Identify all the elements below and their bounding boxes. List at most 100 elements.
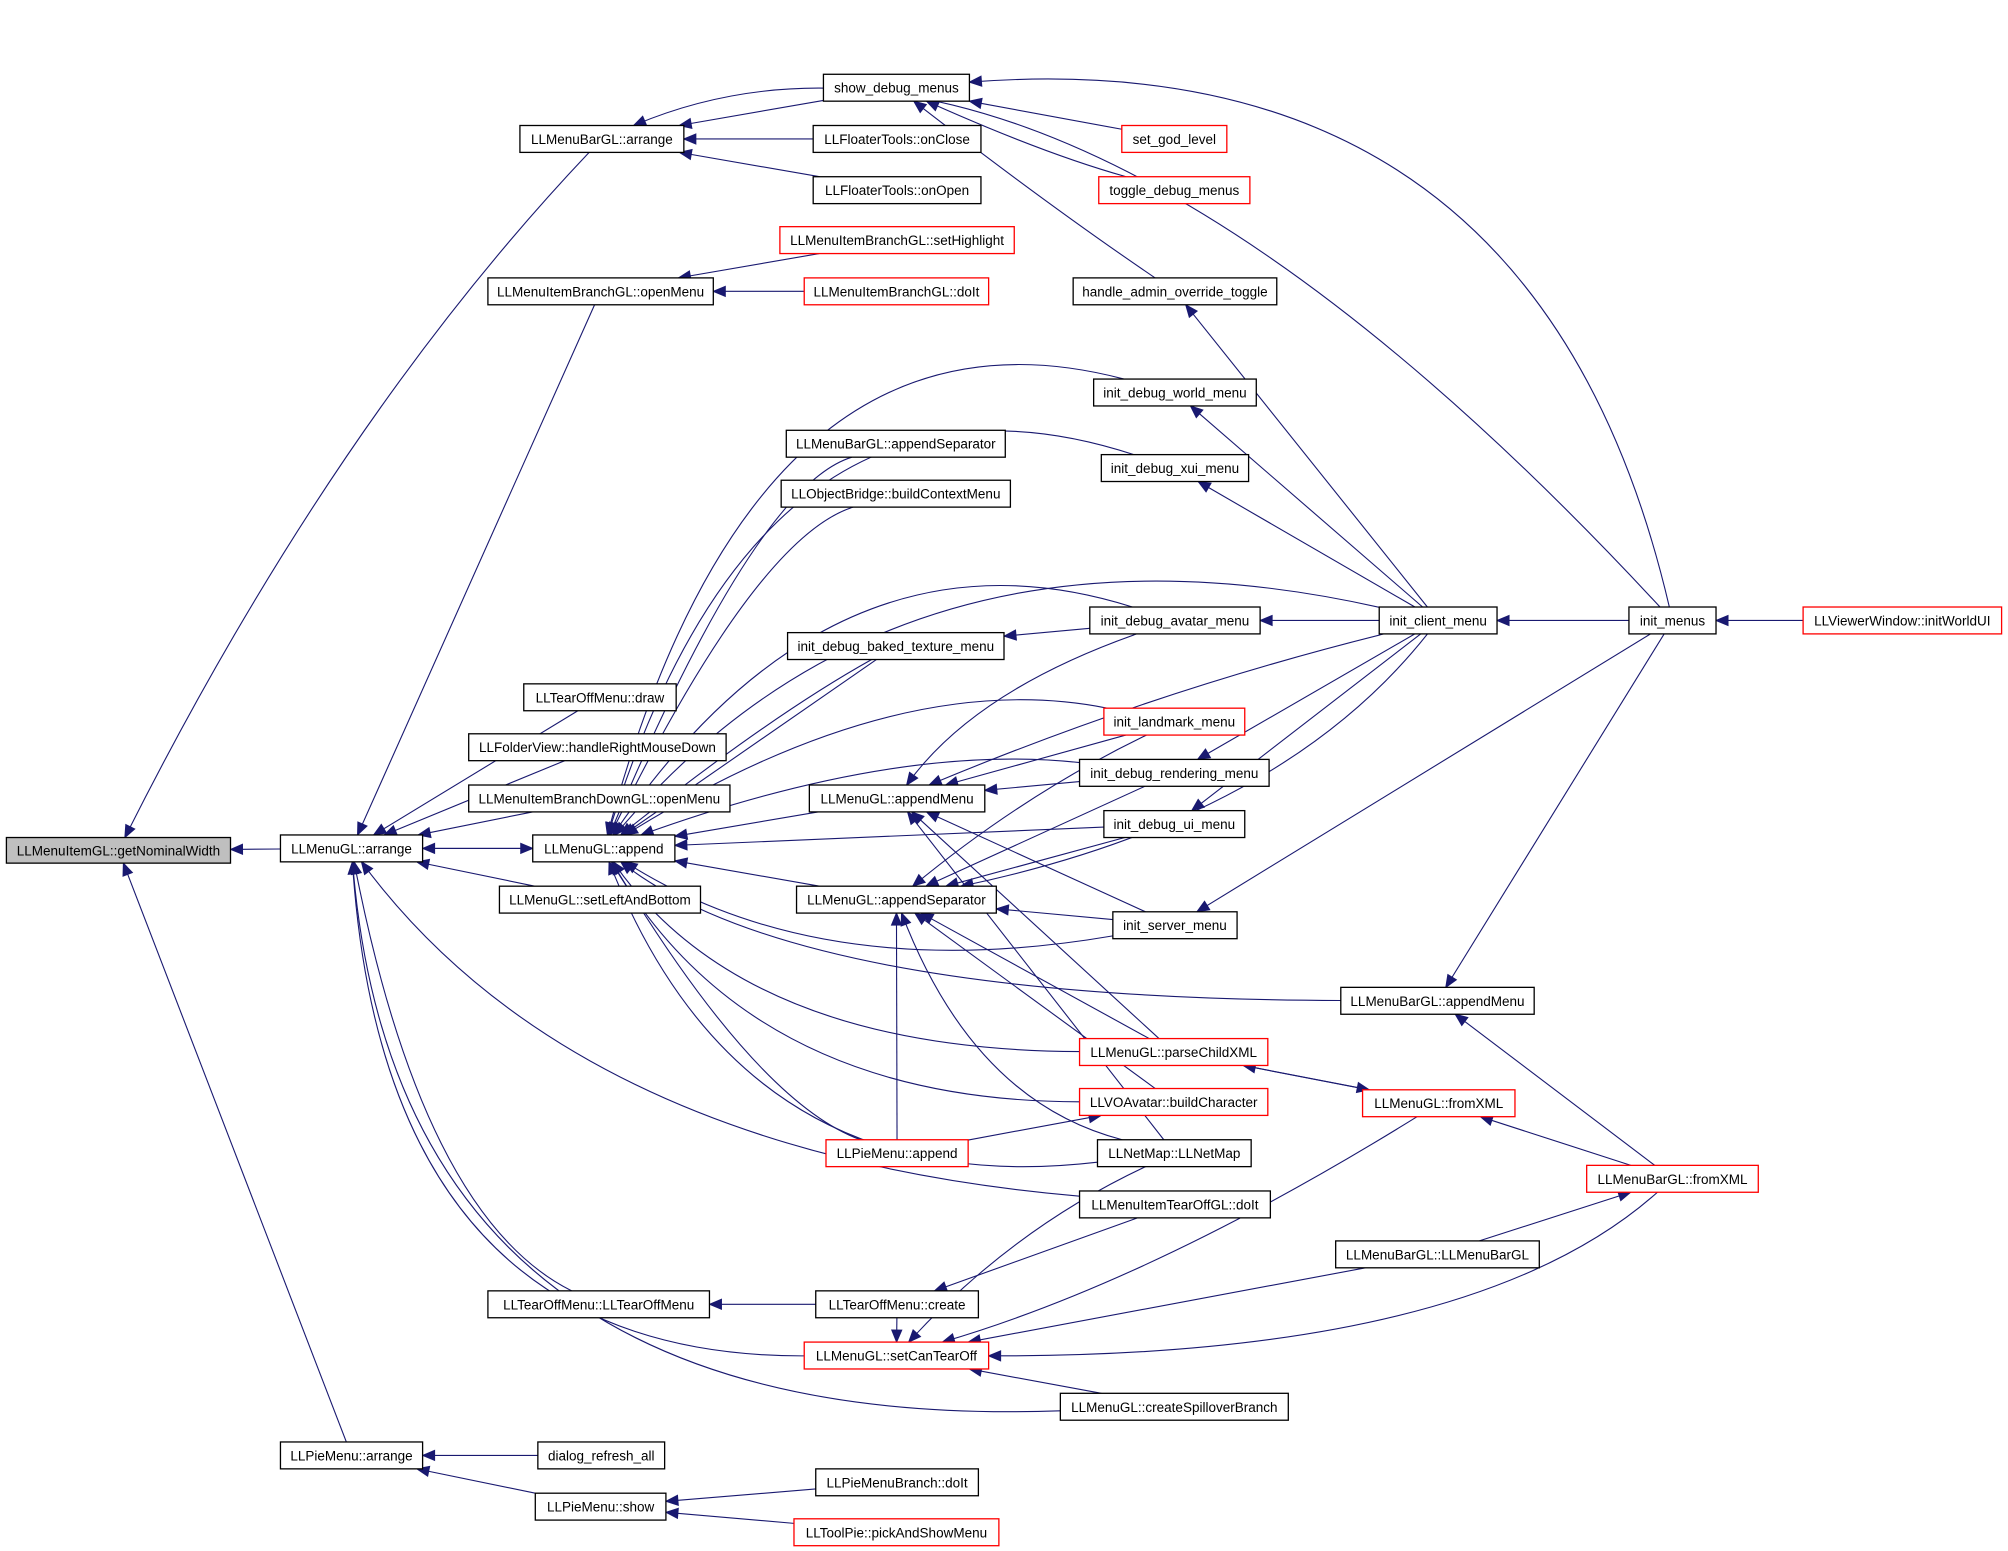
- node-initWorldUI[interactable]: LLViewerWindow::initWorldUI: [1802, 606, 2003, 635]
- node-box[interactable]: [1059, 1392, 1289, 1421]
- node-pieArrange[interactable]: LLPieMenu::arrange: [279, 1441, 424, 1470]
- node-box[interactable]: [1078, 1190, 1272, 1219]
- node-pieBranchDoIt[interactable]: LLPieMenuBranch::doIt: [815, 1468, 980, 1497]
- node-toolPie[interactable]: LLToolPie::pickAndShowMenu: [793, 1518, 1000, 1547]
- node-folderView[interactable]: LLFolderView::handleRightMouseDown: [468, 733, 727, 762]
- node-box[interactable]: [1072, 277, 1278, 306]
- node-barCtor[interactable]: LLMenuBarGL::LLMenuBarGL: [1335, 1240, 1540, 1269]
- node-setGodLevel[interactable]: set_god_level: [1121, 124, 1228, 154]
- node-box[interactable]: [468, 733, 727, 762]
- node-box[interactable]: [532, 834, 676, 863]
- node-objBridge[interactable]: LLObjectBridge::buildContextMenu: [780, 479, 1012, 508]
- node-box[interactable]: [822, 73, 971, 102]
- node-branchSetHighlight[interactable]: LLMenuItemBranchGL::setHighlight: [779, 226, 1015, 255]
- node-pieAppend[interactable]: LLPieMenu::append: [825, 1139, 969, 1168]
- node-branchOpenMenu[interactable]: LLMenuItemBranchGL::openMenu: [487, 277, 714, 306]
- node-box[interactable]: [1103, 809, 1246, 839]
- node-box[interactable]: [1100, 453, 1250, 483]
- node-floaterOnClose[interactable]: LLFloaterTools::onClose: [812, 124, 982, 154]
- node-showDebugMenus[interactable]: show_debug_menus: [822, 73, 971, 102]
- node-box[interactable]: [786, 631, 1005, 661]
- node-box[interactable]: [1361, 1089, 1516, 1118]
- node-box[interactable]: [534, 1492, 667, 1521]
- node-initMenus[interactable]: init_menus: [1628, 606, 1717, 635]
- node-box[interactable]: [1802, 606, 2003, 635]
- node-box[interactable]: [1378, 606, 1498, 635]
- node-toggleDebugMenus[interactable]: toggle_debug_menus: [1098, 176, 1251, 205]
- node-serverMenu[interactable]: init_server_menu: [1112, 911, 1238, 940]
- node-box[interactable]: [780, 479, 1012, 508]
- node-box[interactable]: [498, 885, 702, 914]
- node-branchDoIt[interactable]: LLMenuItemBranchGL::doIt: [803, 277, 990, 306]
- node-box[interactable]: [1103, 707, 1246, 736]
- node-box[interactable]: [793, 1518, 1000, 1547]
- node-menuFromXML[interactable]: LLMenuGL::fromXML: [1361, 1089, 1516, 1118]
- node-parseChild[interactable]: LLMenuGL::parseChildXML: [1078, 1037, 1269, 1067]
- node-appendMenu[interactable]: LLMenuGL::appendMenu: [808, 784, 986, 813]
- node-box[interactable]: [487, 277, 714, 306]
- node-tearOffDraw[interactable]: LLTearOffMenu::draw: [523, 683, 677, 712]
- node-box[interactable]: [1078, 1037, 1269, 1067]
- node-adminOverride[interactable]: handle_admin_override_toggle: [1072, 277, 1278, 306]
- node-buildChar[interactable]: LLVOAvatar::buildCharacter: [1078, 1087, 1269, 1117]
- node-appendSep[interactable]: LLMenuGL::appendSeparator: [795, 885, 997, 914]
- node-debugXui[interactable]: init_debug_xui_menu: [1100, 453, 1250, 483]
- node-debugUi[interactable]: init_debug_ui_menu: [1103, 809, 1246, 839]
- node-tearOffCtor[interactable]: LLTearOffMenu::LLTearOffMenu: [487, 1290, 711, 1319]
- node-box[interactable]: [1121, 124, 1228, 154]
- node-box[interactable]: [803, 277, 990, 306]
- node-box[interactable]: [1628, 606, 1717, 635]
- node-landmark[interactable]: init_landmark_menu: [1103, 707, 1246, 736]
- node-barFromXML[interactable]: LLMenuBarGL::fromXML: [1586, 1164, 1759, 1193]
- node-box[interactable]: [808, 784, 986, 813]
- node-box[interactable]: [1098, 176, 1251, 205]
- node-box[interactable]: [1112, 911, 1238, 940]
- node-box[interactable]: [523, 683, 677, 712]
- node-box[interactable]: [785, 429, 1006, 458]
- node-box[interactable]: [815, 1290, 980, 1319]
- node-dialogRefresh[interactable]: dialog_refresh_all: [537, 1441, 666, 1470]
- node-setCanTearOff[interactable]: LLMenuGL::setCanTearOff: [803, 1341, 990, 1370]
- node-box[interactable]: [812, 176, 982, 205]
- node-box[interactable]: [5, 836, 232, 864]
- node-debugWorld[interactable]: init_debug_world_menu: [1092, 378, 1257, 407]
- node-menuBarArrange[interactable]: LLMenuBarGL::arrange: [519, 124, 685, 154]
- node-netMap[interactable]: LLNetMap::LLNetMap: [1096, 1139, 1252, 1168]
- node-box[interactable]: [1340, 986, 1535, 1015]
- node-box[interactable]: [1089, 606, 1261, 635]
- node-box[interactable]: [279, 834, 424, 863]
- node-box[interactable]: [279, 1441, 424, 1470]
- node-barAppendMenu[interactable]: LLMenuBarGL::appendMenu: [1340, 986, 1535, 1015]
- node-box[interactable]: [1096, 1139, 1252, 1168]
- node-box[interactable]: [803, 1341, 990, 1370]
- node-debugRendering[interactable]: init_debug_rendering_menu: [1078, 758, 1270, 787]
- node-box[interactable]: [779, 226, 1015, 255]
- node-box[interactable]: [468, 784, 731, 813]
- node-box[interactable]: [487, 1290, 711, 1319]
- node-box[interactable]: [815, 1468, 980, 1497]
- node-pieShow[interactable]: LLPieMenu::show: [534, 1492, 667, 1521]
- node-barAppendSep[interactable]: LLMenuBarGL::appendSeparator: [785, 429, 1006, 458]
- node-tearOffItemDoIt[interactable]: LLMenuItemTearOffGL::doIt: [1078, 1190, 1272, 1219]
- node-box[interactable]: [825, 1139, 969, 1168]
- node-getNominalWidth[interactable]: LLMenuItemGL::getNominalWidth: [5, 836, 232, 864]
- node-box[interactable]: [1335, 1240, 1540, 1269]
- node-box[interactable]: [1092, 378, 1257, 407]
- node-menuGLArrange[interactable]: LLMenuGL::arrange: [279, 834, 424, 863]
- node-initClient[interactable]: init_client_menu: [1378, 606, 1498, 635]
- node-box[interactable]: [812, 124, 982, 154]
- node-floaterOnOpen[interactable]: LLFloaterTools::onOpen: [812, 176, 982, 205]
- node-box[interactable]: [1078, 758, 1270, 787]
- node-debugAvatar[interactable]: init_debug_avatar_menu: [1089, 606, 1261, 635]
- node-setLeftBottom[interactable]: LLMenuGL::setLeftAndBottom: [498, 885, 702, 914]
- node-box[interactable]: [795, 885, 997, 914]
- node-tearOffCreate[interactable]: LLTearOffMenu::create: [815, 1290, 980, 1319]
- node-box[interactable]: [1586, 1164, 1759, 1193]
- node-menuAppend[interactable]: LLMenuGL::append: [532, 834, 676, 863]
- node-branchDown[interactable]: LLMenuItemBranchDownGL::openMenu: [468, 784, 731, 813]
- node-spillover[interactable]: LLMenuGL::createSpilloverBranch: [1059, 1392, 1289, 1421]
- node-box[interactable]: [537, 1441, 666, 1470]
- node-box[interactable]: [519, 124, 685, 154]
- node-box[interactable]: [1078, 1087, 1269, 1117]
- node-debugBaked[interactable]: init_debug_baked_texture_menu: [786, 631, 1005, 661]
